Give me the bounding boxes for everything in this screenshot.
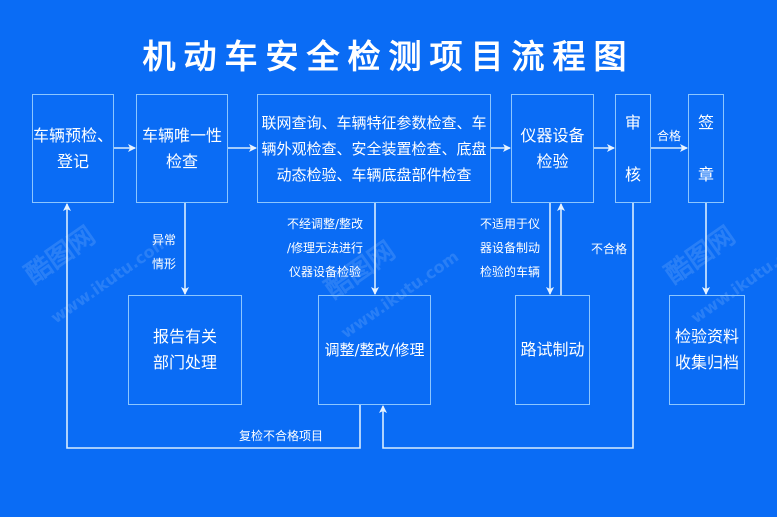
node-archive: 检验资料 收集归档 (669, 295, 745, 405)
node-pre-check: 车辆预检、 登记 (32, 94, 114, 203)
node-online-checks: 联网查询、车辆特征参数检查、车 辆外观检查、安全装置检查、底盘 动态检验、车辆底… (257, 94, 491, 203)
edge-label-not-applicable: 不适用于仪 器设备制动 检验的车辆 (479, 217, 540, 279)
node-report: 报告有关 部门处理 (128, 295, 242, 405)
node-instrument-check-label: 仪器设备 检验 (520, 125, 585, 171)
edge-label-cannot-instrument: 不经调整/整改 /修理无法进行 仪器设备检验 (286, 217, 364, 279)
node-report-label: 报告有关 部门处理 (152, 327, 217, 372)
node-sign-label: 签 章 (697, 112, 714, 184)
node-archive-label: 检验资料 收集归档 (674, 327, 739, 372)
node-sign: 签 章 (688, 94, 724, 203)
arrow-review-fail-to-adjust (379, 203, 634, 449)
edge-label-abnormal: 异常 情形 (151, 233, 176, 271)
node-pre-check-label: 车辆预检、 登记 (33, 125, 114, 171)
node-online-checks-label: 联网查询、车辆特征参数检查、车 辆外观检查、安全装置检查、底盘 动态检验、车辆底… (261, 113, 487, 184)
edge-label-fail: 不合格 (590, 242, 627, 256)
node-uniqueness-check: 车辆唯一性 检查 (136, 94, 228, 203)
node-road-test-label: 路试制动 (520, 340, 585, 359)
node-adjust-label: 调整/整改/修理 (324, 341, 425, 359)
node-adjust: 调整/整改/修理 (318, 295, 431, 405)
node-review-label: 审 核 (624, 112, 641, 184)
node-instrument-check: 仪器设备 检验 (511, 94, 594, 203)
node-road-test: 路试制动 (515, 295, 590, 405)
arrow-adjust-to-pre-check (63, 203, 361, 449)
node-uniqueness-check-label: 车辆唯一性 检查 (141, 125, 222, 171)
edge-label-recheck: 复检不合格项目 (238, 429, 323, 443)
edge-label-pass: 合格 (656, 129, 681, 143)
page-title: 机动车安全检测项目流程图 (142, 37, 635, 76)
node-review: 审 核 (615, 94, 651, 203)
